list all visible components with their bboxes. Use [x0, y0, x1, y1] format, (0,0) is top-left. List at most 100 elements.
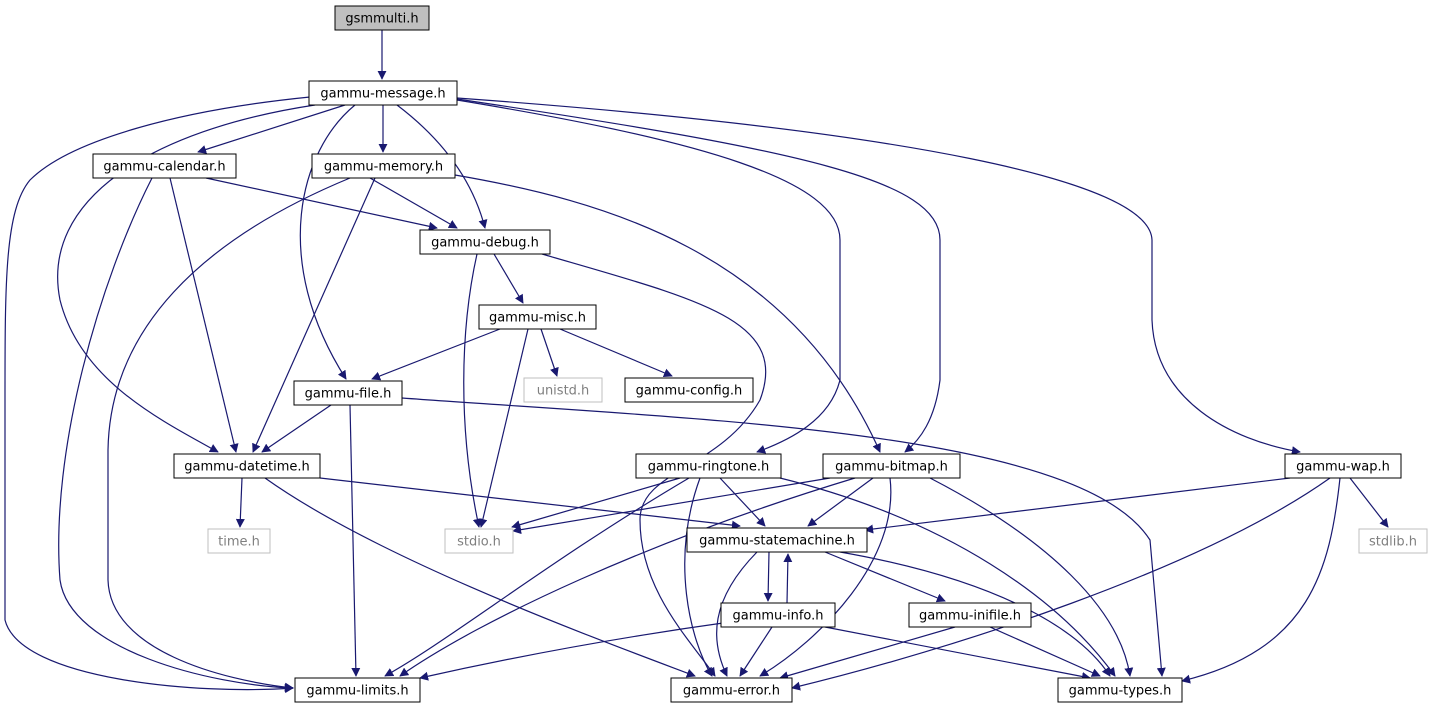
node-gsmmulti: gsmmulti.h	[334, 5, 430, 31]
node-box-datetime	[173, 453, 321, 479]
node-box-statemachine	[686, 527, 868, 553]
node-types[interactable]: gammu-types.h	[1057, 677, 1183, 703]
node-box-stdlib	[1358, 528, 1428, 554]
edge-wap-to-error	[791, 477, 1331, 691]
edge-statemachine-to-error	[716, 551, 758, 677]
node-box-inifile	[908, 602, 1032, 628]
edge-ringtone-to-stdio	[511, 477, 681, 530]
node-label-time: time.h	[218, 535, 260, 550]
node-label-stdio: stdio.h	[457, 535, 501, 550]
node-label-datetime: gammu-datetime.h	[184, 460, 310, 475]
edge-message-to-bitmap	[456, 98, 941, 453]
edge-misc-to-config	[559, 328, 673, 378]
node-label-file: gammu-file.h	[305, 387, 392, 402]
node-label-unistd: unistd.h	[537, 384, 590, 399]
node-label-misc: gammu-misc.h	[489, 311, 586, 326]
edge-datetime-to-time	[235, 477, 245, 528]
node-box-types	[1057, 677, 1183, 703]
node-box-error	[670, 677, 793, 703]
node-inifile[interactable]: gammu-inifile.h	[908, 602, 1032, 628]
edge-file-to-limits	[349, 404, 361, 677]
edge-wap-to-types	[1181, 477, 1341, 684]
node-box-config	[624, 377, 754, 403]
node-time: time.h	[207, 528, 271, 554]
node-stdio: stdio.h	[444, 528, 514, 554]
node-label-stdlib: stdlib.h	[1369, 535, 1417, 550]
edge-file-to-datetime	[261, 404, 332, 453]
node-box-stdio	[444, 528, 514, 554]
node-label-ringtone: gammu-ringtone.h	[648, 460, 770, 475]
edge-file-to-types	[401, 397, 1166, 677]
node-misc[interactable]: gammu-misc.h	[478, 304, 597, 330]
node-limits[interactable]: gammu-limits.h	[294, 677, 421, 703]
edge-memory-to-bitmap	[454, 174, 881, 453]
node-datetime[interactable]: gammu-datetime.h	[173, 453, 321, 479]
node-box-limits	[294, 677, 421, 703]
edge-bitmap-to-stdio	[512, 477, 831, 535]
node-label-message: gammu-message.h	[320, 87, 445, 102]
node-bitmap[interactable]: gammu-bitmap.h	[822, 453, 961, 479]
node-config[interactable]: gammu-config.h	[624, 377, 754, 403]
edge-bitmap-to-types	[929, 477, 1134, 677]
node-box-wap	[1284, 453, 1402, 479]
edge-inifile-to-types	[989, 626, 1101, 677]
node-label-statemachine: gammu-statemachine.h	[699, 534, 855, 549]
node-file[interactable]: gammu-file.h	[293, 380, 403, 406]
edge-ringtone-to-error	[684, 477, 713, 677]
node-error[interactable]: gammu-error.h	[670, 677, 793, 703]
edge-inifile-to-error	[779, 626, 956, 681]
edge-ringtone-to-limits	[384, 477, 690, 677]
node-info[interactable]: gammu-info.h	[720, 602, 836, 628]
node-calendar[interactable]: gammu-calendar.h	[92, 153, 237, 179]
node-label-config: gammu-config.h	[636, 384, 743, 399]
nodes-layer: gsmmulti.h gammu-message.h gammu-calendar.…	[92, 5, 1428, 703]
edge-message-to-wap	[456, 97, 1301, 456]
node-wap[interactable]: gammu-wap.h	[1284, 453, 1402, 479]
node-message[interactable]: gammu-message.h	[308, 80, 458, 106]
edge-memory-to-limits	[107, 177, 351, 692]
node-label-limits: gammu-limits.h	[306, 684, 408, 699]
node-unistd: unistd.h	[523, 377, 603, 403]
node-box-bitmap	[822, 453, 961, 479]
node-label-wap: gammu-wap.h	[1296, 460, 1390, 475]
edge-statemachine-to-info	[763, 551, 773, 602]
node-box-time	[207, 528, 271, 554]
node-label-memory: gammu-memory.h	[324, 160, 443, 175]
node-box-ringtone	[635, 453, 782, 479]
node-label-inifile: gammu-inifile.h	[919, 609, 1021, 624]
edge-datetime-to-statemachine	[319, 477, 741, 530]
edge-bitmap-to-limits	[399, 477, 856, 677]
edge-debug-to-error	[541, 253, 767, 677]
node-label-bitmap: gammu-bitmap.h	[835, 460, 948, 475]
node-stdlib: stdlib.h	[1358, 528, 1428, 554]
node-memory[interactable]: gammu-memory.h	[311, 153, 456, 179]
edge-ringtone-to-types	[779, 477, 1116, 677]
node-label-gsmmulti: gsmmulti.h	[345, 12, 418, 27]
edge-misc-to-unistd	[540, 328, 559, 377]
node-label-error: gammu-error.h	[683, 684, 780, 699]
edge-wap-to-statemachine	[864, 477, 1291, 534]
node-box-message	[308, 80, 458, 106]
node-label-types: gammu-types.h	[1069, 684, 1172, 699]
edge-debug-to-misc	[493, 253, 524, 304]
edge-datetime-to-error	[264, 477, 696, 678]
node-box-calendar	[92, 153, 237, 179]
node-ringtone[interactable]: gammu-ringtone.h	[635, 453, 782, 479]
node-box-debug	[419, 229, 551, 255]
edge-bitmap-to-error	[759, 477, 892, 677]
node-statemachine[interactable]: gammu-statemachine.h	[686, 527, 868, 553]
node-label-calendar: gammu-calendar.h	[103, 160, 225, 175]
node-debug[interactable]: gammu-debug.h	[419, 229, 551, 255]
edge-info-to-error	[739, 626, 773, 677]
node-box-misc	[478, 304, 597, 330]
edge-statemachine-to-inifile	[824, 551, 946, 603]
edge-calendar-to-datetime	[169, 177, 239, 453]
edge-info-to-statemachine	[783, 553, 793, 604]
node-label-debug: gammu-debug.h	[431, 236, 539, 251]
edge-info-to-types	[824, 626, 1091, 681]
node-box-file	[293, 380, 403, 406]
node-box-unistd	[523, 377, 603, 403]
edge-message-to-limits	[4, 96, 311, 694]
edge-calendar-to-limits	[58, 177, 294, 693]
